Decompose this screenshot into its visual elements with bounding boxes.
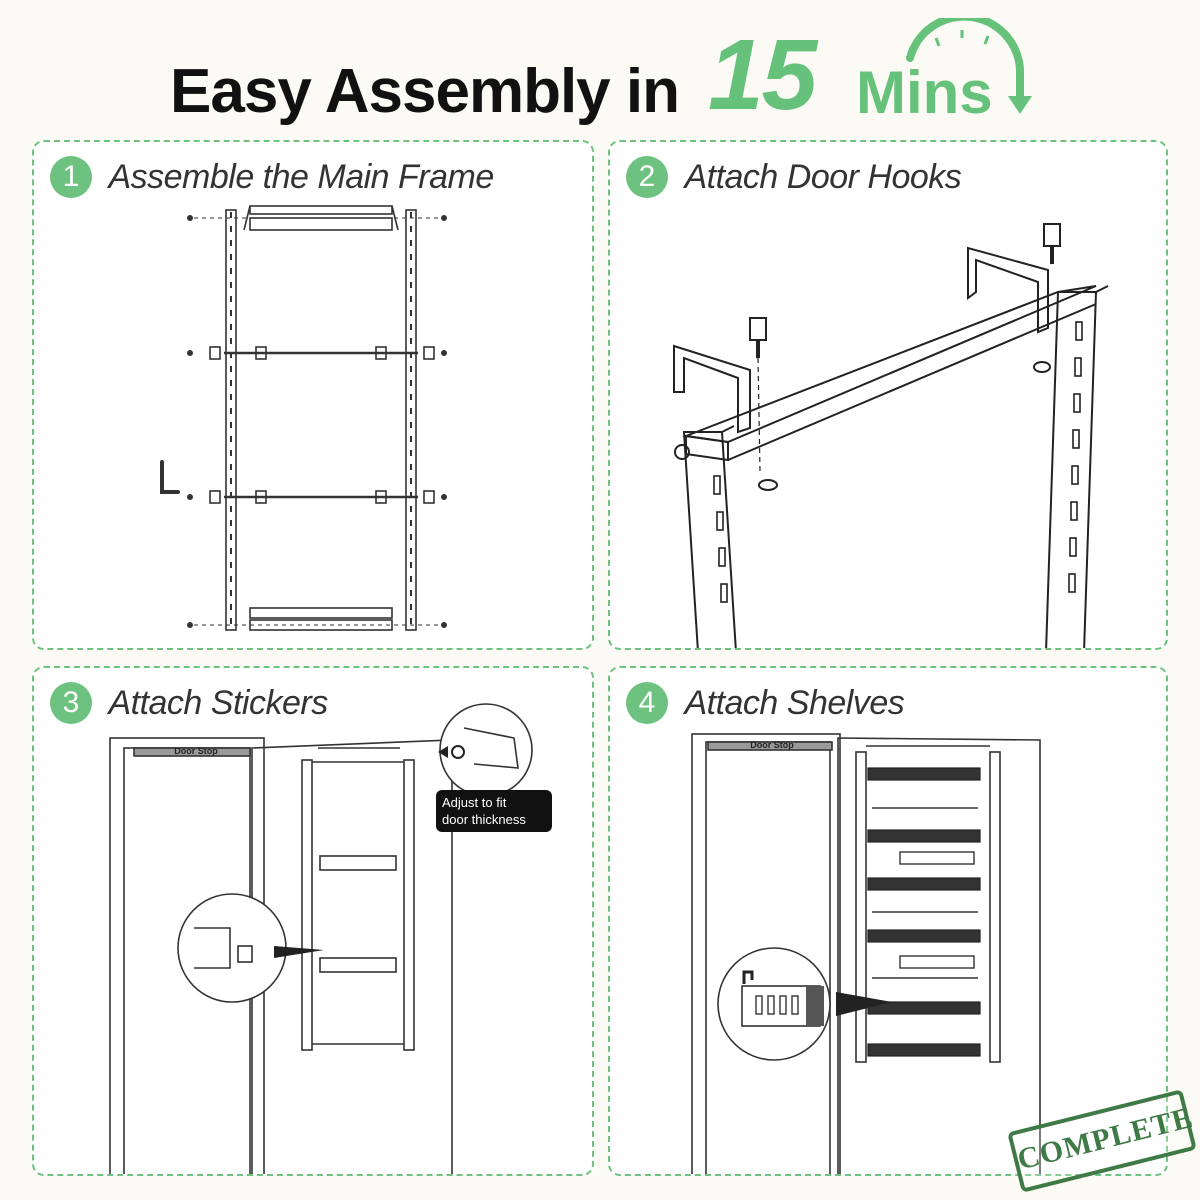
step-4-title: Attach Shelves xyxy=(684,683,905,722)
step-1-title: Assemble the Main Frame xyxy=(108,157,494,196)
step-3-title: Attach Stickers xyxy=(108,683,328,722)
timer-arc-icon xyxy=(906,18,1032,114)
header-minutes-number: 15 xyxy=(708,19,817,131)
main-frame-illustration xyxy=(160,205,447,631)
shelf-baskets xyxy=(867,767,981,1057)
step-1-panel: 1 Assemble the Main Frame xyxy=(32,140,594,650)
step-1-number-badge: 1 xyxy=(50,156,92,198)
header-title: Easy Assembly in xyxy=(170,57,680,126)
step-4-panel: 4 Attach Shelves xyxy=(608,666,1168,1176)
step-2-header: 2 Attach Door Hooks xyxy=(626,156,962,200)
step-1-header: 1 Assemble the Main Frame xyxy=(50,156,494,200)
stickers-illustration: Door Stop xyxy=(109,703,533,1174)
allen-key-icon xyxy=(160,460,180,494)
door-hooks-illustration xyxy=(673,223,1109,648)
door-stop-label: Door Stop xyxy=(174,746,218,756)
screw-icon xyxy=(187,215,447,628)
page-header: Easy Assembly in 15 Mins xyxy=(0,18,1200,133)
step-2-title: Attach Door Hooks xyxy=(684,157,962,196)
door-stop-label: Door Stop xyxy=(750,740,794,750)
step-3-panel: 3 Attach Stickers Door xyxy=(32,666,594,1176)
step-4-number-badge: 4 xyxy=(626,682,668,724)
step-3-number-badge: 3 xyxy=(50,682,92,724)
step-3-header: 3 Attach Stickers xyxy=(50,682,328,726)
step-2-number-badge: 2 xyxy=(626,156,668,198)
adjust-callout-line1: Adjust to fit xyxy=(442,795,507,810)
step-2-panel: 2 Attach Door Hooks xyxy=(608,140,1168,650)
adjust-callout-line2: door thickness xyxy=(442,812,526,827)
header-minutes-unit: Mins xyxy=(856,59,993,126)
step-4-header: 4 Attach Shelves xyxy=(626,682,905,726)
adjust-callout: Adjust to fit door thickness xyxy=(436,790,552,832)
shelves-illustration: Door Stop xyxy=(691,733,1041,1174)
